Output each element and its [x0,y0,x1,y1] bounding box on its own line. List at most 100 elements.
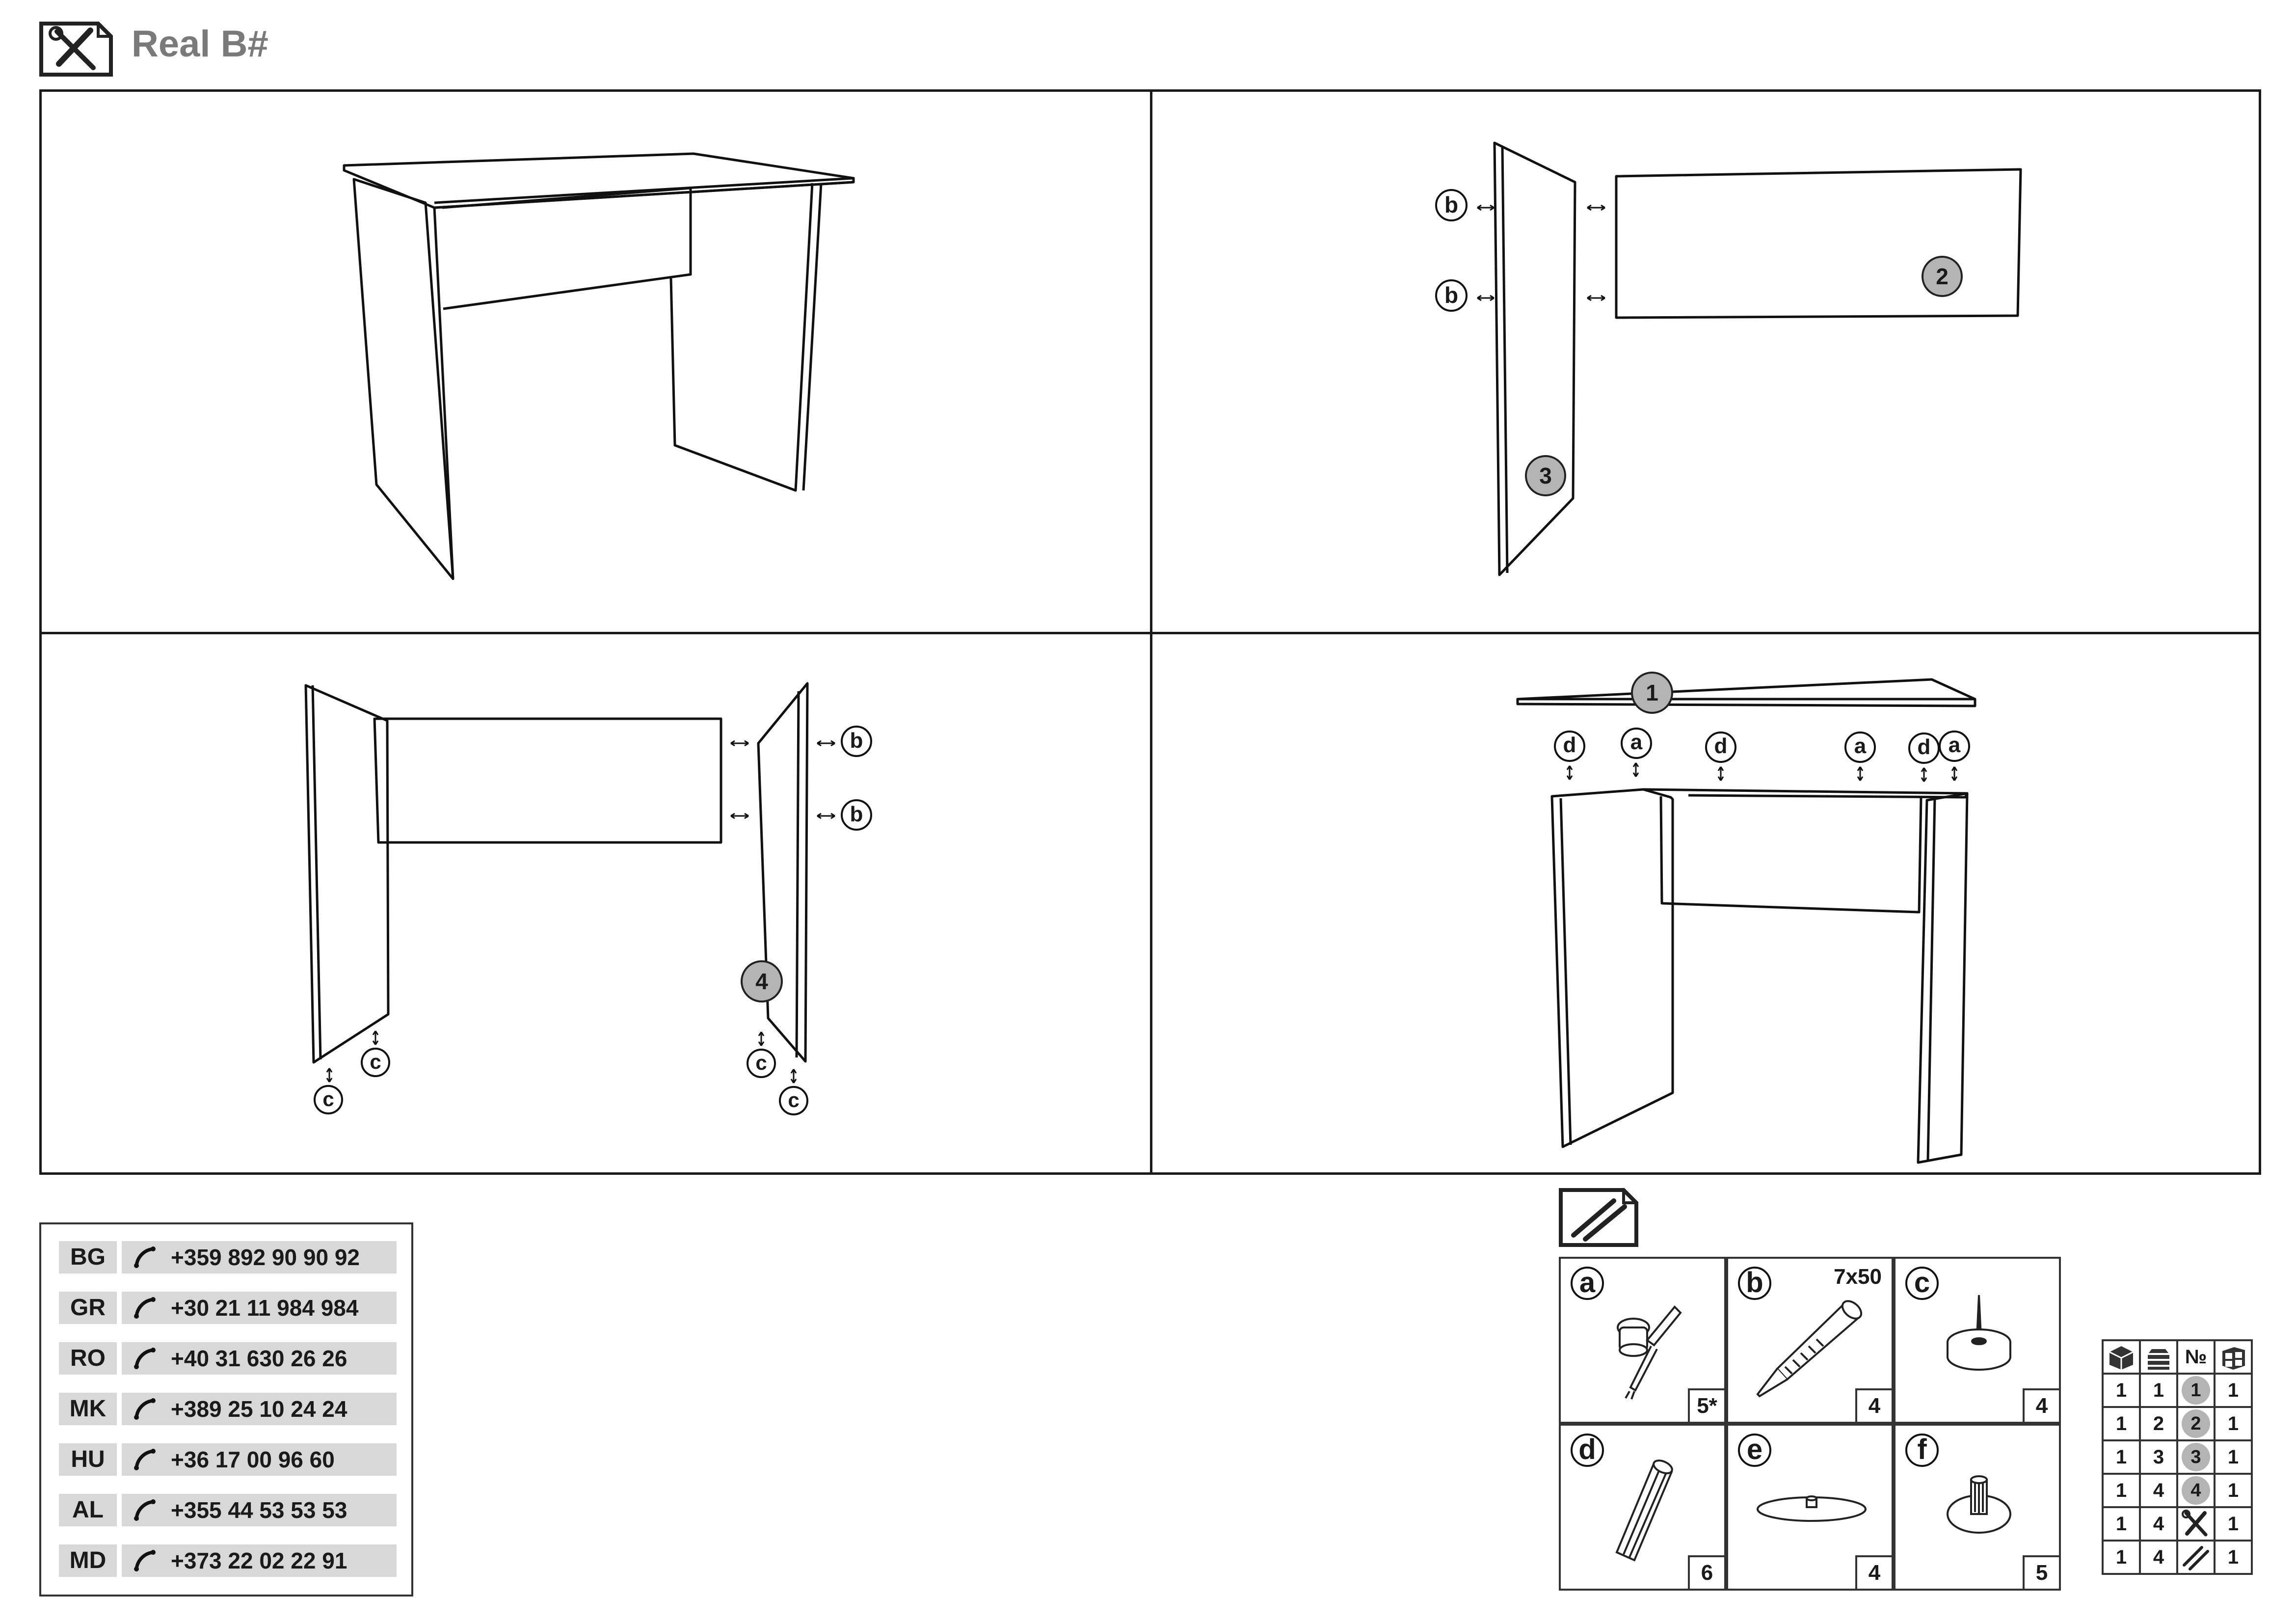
hardware-icon [2176,1540,2216,1575]
connector-d-1: d [1554,731,1585,762]
hardware-item: a 5* [1559,1257,1726,1424]
country-code: MK [59,1393,117,1425]
part-number-badge: 3 [1525,455,1566,496]
hardware-letter: a [1571,1267,1604,1300]
desk-drawing [343,152,855,580]
nail-glide-icon [1947,1295,2011,1371]
layer-cell: 1 [2139,1373,2178,1408]
part-number-cell: 3 [2176,1439,2216,1475]
side-panel-4 [757,682,809,1063]
connector-b-1: b [841,726,872,757]
part-number-badge: 1 [1631,672,1673,714]
confirmat-screw-icon [1756,1300,1863,1398]
phone-icon [134,1398,156,1420]
country-code: HU [59,1443,117,1476]
hardware-letter: b [1738,1267,1771,1300]
part-number-cell: 4 [2176,1473,2216,1508]
country-code: AL [59,1494,117,1526]
box-cell: 1 [2102,1439,2141,1475]
box-cell: 1 [2102,1406,2141,1441]
support-contacts: BG +359 892 90 90 92 GR +30 21 11 984 98… [39,1222,413,1597]
hardware-letter: f [1905,1434,1939,1467]
phone-number: +373 22 02 22 91 [122,1544,397,1577]
wooden-dowel-icon [1615,1460,1673,1562]
layer-cell: 2 [2139,1406,2178,1441]
hardware-item: e 4 [1726,1424,1894,1591]
step-3-frame: b b c c c c 4 [39,632,1152,1175]
step-1-assembled-desk [39,89,1152,634]
package-icon [2102,1339,2141,1375]
contact-row: MD +373 22 02 22 91 [59,1544,397,1577]
qty-cell: 1 [2214,1406,2253,1441]
connector-a-1: a [1621,728,1652,759]
layer-cell: 4 [2139,1473,2178,1508]
side-panel-3 [1493,141,1576,576]
phone-icon [134,1297,156,1319]
hardware-qty: 5 [2023,1555,2061,1591]
qty-cell: 1 [2214,1373,2253,1408]
hardware-item: f 5 [1894,1424,2061,1591]
step-4-top-panel: 1 d a d a d a [1150,632,2261,1175]
country-code: GR [59,1292,117,1324]
hardware-letter: e [1738,1434,1771,1467]
contact-row: BG +359 892 90 90 92 [59,1241,397,1273]
phone-number: +359 892 90 90 92 [122,1241,397,1273]
country-code: BG [59,1241,117,1273]
phone-icon [134,1550,156,1571]
hardware-item: d 6 [1559,1424,1726,1591]
qty-cell: 1 [2214,1540,2253,1575]
phone-number: +36 17 00 96 60 [122,1443,397,1476]
plastic-plug-icon [1947,1475,2011,1534]
hardware-qty: 4 [1855,1555,1894,1591]
hardware-qty: 4 [1855,1388,1894,1424]
country-code: MD [59,1544,117,1577]
connector-a-2: a [1844,731,1876,763]
stack-icon [2139,1339,2178,1375]
hardware-qty: 5* [1688,1388,1726,1424]
contact-row: MK +389 25 10 24 24 [59,1393,397,1425]
layer-cell: 3 [2139,1439,2178,1475]
side-panel-left [304,684,390,1064]
count-icon [2214,1339,2253,1375]
contact-row: HU +36 17 00 96 60 [59,1443,397,1476]
connector-b-2: b [841,799,872,831]
parts-table: № 1 1 1 1 1 2 2 1 1 3 3 1 1 4 4 1 1 4 1 … [2102,1339,2254,1591]
hardware-qty: 6 [1688,1555,1726,1591]
hardware-item: c 4 [1894,1257,2061,1424]
qty-cell: 1 [2214,1473,2253,1508]
shelf-support-icon [1757,1495,1867,1522]
box-cell: 1 [2102,1540,2141,1575]
contact-row: AL +355 44 53 53 53 [59,1494,397,1526]
hardware-item: b 7x50 4 [1726,1257,1894,1424]
connector-c-2: c [361,1048,390,1077]
connector-d-2: d [1705,731,1736,763]
phone-number: +355 44 53 53 53 [122,1494,397,1526]
country-code: RO [59,1342,117,1375]
phone-number: +30 21 11 984 984 [122,1292,397,1324]
product-title: Real B# [132,23,268,65]
back-panel-2 [1615,168,2022,319]
connector-c-3: c [747,1049,776,1078]
phone-icon [134,1449,156,1470]
connector-b-1: b [1435,189,1468,221]
qty-cell: 1 [2214,1439,2253,1475]
part-number-badge: 4 [741,960,783,1002]
connector-a-3: a [1939,731,1970,762]
connector-c-1: c [314,1085,343,1114]
phone-number: +389 25 10 24 24 [122,1393,397,1425]
hardware-qty: 4 [2023,1388,2061,1424]
tools-icon [39,22,113,77]
phone-icon [134,1246,156,1268]
tools-icon [2176,1506,2216,1542]
box-cell: 1 [2102,1373,2141,1408]
part-number-badge: 2 [1922,256,1963,297]
contact-row: RO +40 31 630 26 26 [59,1342,397,1375]
connector-d-3: d [1908,732,1940,764]
connector-b-2: b [1435,279,1468,312]
step-2-side-and-back: b b 2 3 [1150,89,2261,634]
box-cell: 1 [2102,1473,2141,1508]
qty-cell: 1 [2214,1506,2253,1542]
hardware-list: a 5* b 7x50 4 c 4 d 6 [1559,1257,2061,1591]
phone-number: +40 31 630 26 26 [122,1342,397,1375]
layer-cell: 4 [2139,1506,2178,1542]
